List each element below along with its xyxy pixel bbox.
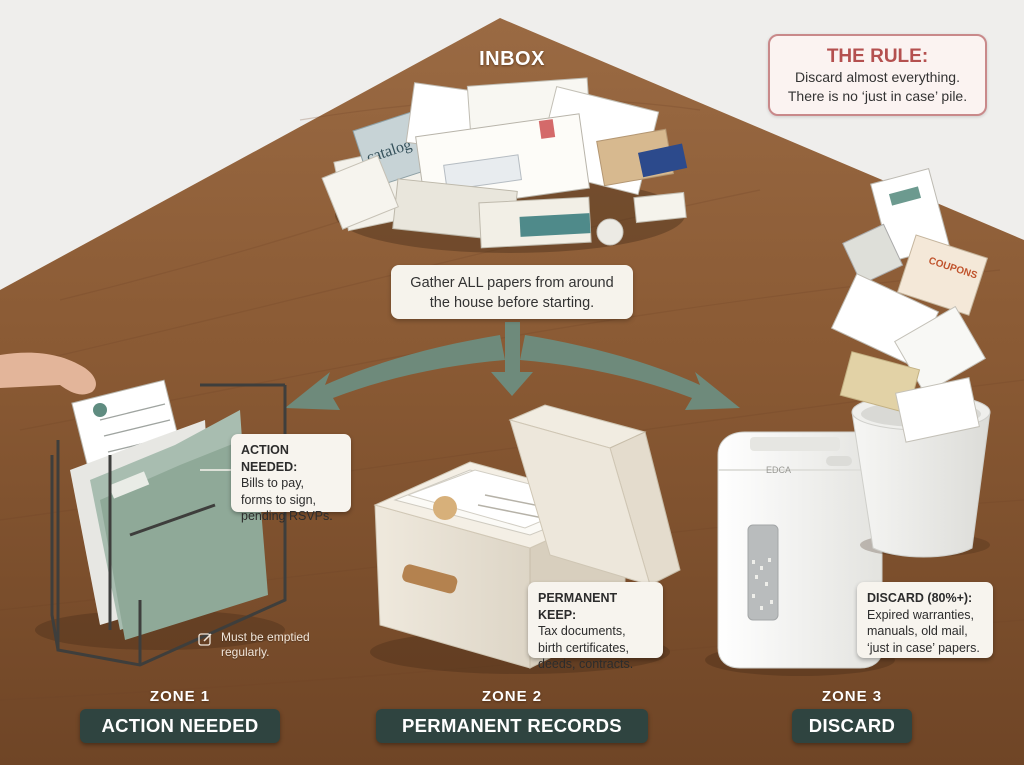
callout-line: Bills to pay, bbox=[241, 476, 304, 490]
gather-line-1: Gather ALL papers from around bbox=[410, 275, 614, 291]
callout-line: birth certificates, bbox=[538, 640, 630, 655]
discard-callout: DISCARD (80%+): Expired warranties, manu… bbox=[857, 582, 993, 658]
zone-1-number: ZONE 1 bbox=[149, 688, 211, 705]
shredder-illustration: EDCA bbox=[705, 431, 895, 676]
callout-line: forms to sign, bbox=[241, 492, 317, 507]
inbox-paper-pile: catalog bbox=[321, 77, 688, 253]
callout-line: deeds, contracts. bbox=[538, 657, 634, 671]
note-line-2: regularly. bbox=[221, 645, 270, 659]
rule-title: THE RULE: bbox=[826, 46, 929, 67]
inbox-title: INBOX bbox=[479, 48, 545, 70]
archive-box-illustration bbox=[370, 404, 681, 674]
zone-2-number: ZONE 2 bbox=[481, 688, 543, 705]
callout-title: DISCARD (80%+): bbox=[867, 591, 973, 605]
empty-regularly-note: Must be emptied regularly. bbox=[198, 630, 331, 660]
callout-title: PERMANENT KEEP: bbox=[538, 591, 618, 622]
edit-note-icon bbox=[198, 633, 212, 646]
callout-line: manuals, old mail, bbox=[867, 624, 968, 638]
permanent-keep-callout: PERMANENT KEEP: Tax documents, birth cer… bbox=[528, 582, 663, 671]
callout-title: ACTION NEEDED: bbox=[241, 443, 298, 474]
note-line-1: Must be emptied bbox=[221, 630, 310, 644]
gather-line-2: the house before starting. bbox=[429, 295, 595, 311]
file-sorter-illustration bbox=[0, 352, 287, 667]
action-needed-callout: ACTION NEEDED: Bills to pay, forms to si… bbox=[231, 434, 351, 523]
falling-papers: COUPONS bbox=[830, 167, 989, 443]
callout-line: ‘just in case’ papers. bbox=[867, 640, 980, 655]
flow-arrows bbox=[285, 322, 740, 410]
rule-box: THE RULE: Discard almost everything. The… bbox=[768, 34, 987, 116]
rule-line-2: There is no ‘just in case’ pile. bbox=[787, 88, 968, 104]
callout-line: Tax documents, bbox=[538, 624, 626, 638]
zone-1-name: ACTION NEEDED bbox=[80, 709, 280, 743]
zone-3-number: ZONE 3 bbox=[821, 688, 883, 705]
shredder-brand-text: EDCA bbox=[766, 465, 791, 475]
gather-instruction: Gather ALL papers from around the house … bbox=[391, 265, 633, 319]
callout-line: Expired warranties, bbox=[867, 607, 974, 622]
zone-2-name: PERMANENT RECORDS bbox=[376, 709, 648, 743]
rule-line-1: Discard almost everything. bbox=[795, 69, 960, 85]
zone-3-name: DISCARD bbox=[792, 709, 912, 743]
callout-line: pending RSVPs. bbox=[241, 509, 333, 523]
